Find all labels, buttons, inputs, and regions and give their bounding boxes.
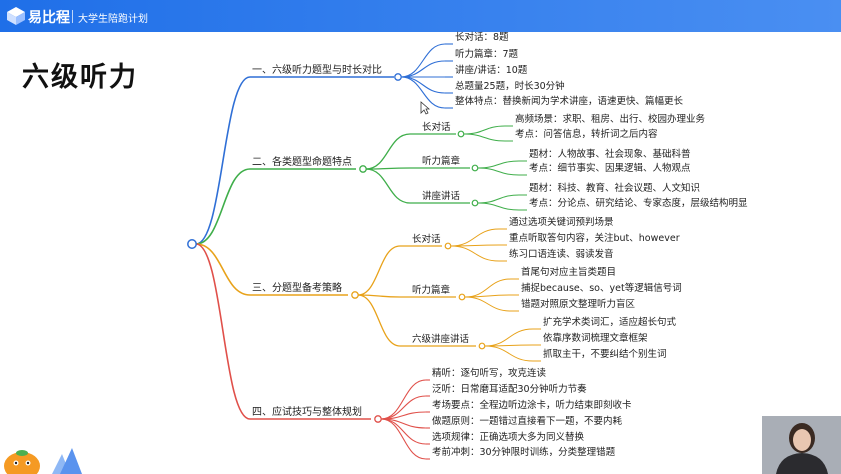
leaf-connector [464,296,512,312]
sub-label: 长对话 [412,233,441,245]
leaf-text: 讲座/讲话：10题 [455,64,528,76]
leaf-connector [400,76,446,94]
sub-connector [365,168,411,204]
leaf-text: 考点：问答信息，转折词之后内容 [515,128,658,140]
sub-connector [357,245,401,296]
branch-label: 三、分题型备考策略 [252,281,342,294]
leaf-text: 题材：人物故事、社会现象、基础科普 [529,148,691,160]
leaf-text: 捕捉because、so、yet等逻辑信号词 [521,282,682,294]
leaf-text: 首尾句对应主旨类题目 [521,266,616,278]
branch-connector [195,76,251,245]
sub-connector [365,133,411,170]
leaf-connector [464,278,512,298]
leaf-text: 抓取主干，不要纠结个别生词 [543,348,667,360]
leaf-text: 选项规律：正确选项大多为同义替换 [432,431,585,443]
leaf-connector [400,60,446,78]
leaf-connector [463,133,506,142]
branch-label: 四、应试技巧与整体规划 [252,405,362,418]
branch-label: 二、各类题型命题特点 [252,155,352,168]
leaf-connector [477,167,520,176]
leaf-text: 泛听：日常磨耳适配30分钟听力节奏 [432,383,587,395]
leaf-connector [380,379,427,420]
sub-connector [357,294,401,347]
top-banner: 易比程 大学生陪跑计划 [0,0,841,32]
leaf-text: 重点听取答句内容，关注but、however [509,232,680,244]
leaf-connector [450,228,500,247]
sub-node [478,342,486,350]
leaf-text: 错题对照原文整理听力盲区 [521,298,636,310]
branch-connector [195,243,251,420]
slide-canvas [0,32,841,474]
leaf-text: 精听：逐句听写，攻克连读 [432,367,547,379]
leaf-text: 整体特点：替换新闻为学术讲座，语速更快、篇幅更长 [455,95,684,107]
leaf-connector [477,194,520,204]
sub-node [444,242,452,250]
logo-cube-icon [7,7,25,25]
branch-connector [195,168,251,245]
branch-node [359,165,367,173]
slide-title: 六级听力 [22,62,138,93]
sub-label: 听力篇章 [422,155,461,167]
leaf-text: 做题原则：一题错过直接看下一题，不要内耗 [432,415,623,427]
leaf-text: 长对话：8题 [455,31,509,43]
branch-label: 一、六级听力题型与时长对比 [252,63,382,76]
leaf-text: 考点：分论点、研究结论、专家态度，层级结构明显 [529,197,748,209]
leaf-text: 考前冲刺：30分钟限时训练，分类整理错题 [432,446,616,458]
root-node [187,239,197,249]
leaf-text: 练习口语连读、弱读发音 [509,248,614,260]
sub-label: 六级讲座讲话 [412,333,470,345]
leaf-connector [380,418,427,460]
branch-node [394,73,402,81]
sub-label: 听力篇章 [412,284,451,296]
leaf-connector [484,328,534,347]
leaf-text: 题材：科技、教育、社会议题、人文知识 [529,182,700,194]
leaf-connector [380,418,427,445]
leaf-text: 扩充学术类词汇，适应超长句式 [543,316,677,328]
leaf-text: 高频场景：求职、租房、出行、校园办理业务 [515,113,706,125]
sub-node [471,199,479,207]
brand-name: 易比程 [28,10,70,26]
leaf-connector [477,160,520,169]
leaf-connector [463,125,506,135]
brand-tagline: 大学生陪跑计划 [78,14,148,25]
branch-node [374,415,382,423]
leaf-connector [484,345,534,362]
sub-connector [357,294,401,298]
webcam-video [762,416,841,474]
leaf-text: 总题量25题，时长30分钟 [455,80,565,92]
sub-label: 长对话 [422,121,451,133]
orange-mascot-icon [4,448,82,474]
presenter-avatar [762,416,841,474]
leaf-connector [477,202,520,211]
sub-node [471,164,479,172]
branch-node [351,291,359,299]
leaf-text: 听力篇章：7题 [455,48,519,60]
leaf-text: 考点：细节事实、因果逻辑、人物观点 [529,162,691,174]
leaf-text: 依靠序数词梳理文章框架 [543,332,648,344]
sub-node [458,293,466,301]
sub-label: 讲座讲话 [422,190,461,202]
leaf-text: 通过选项关键词预判场景 [509,216,614,228]
leaf-connector [400,76,446,109]
brand-divider [72,10,73,23]
branch-connector [195,243,251,296]
leaf-connector [450,245,500,262]
leaf-text: 考场要点：全程边听边涂卡，听力结束即刻收卡 [432,399,632,411]
leaf-connector [400,43,446,78]
sub-node [457,130,465,138]
cursor-arrow-icon [420,101,430,115]
